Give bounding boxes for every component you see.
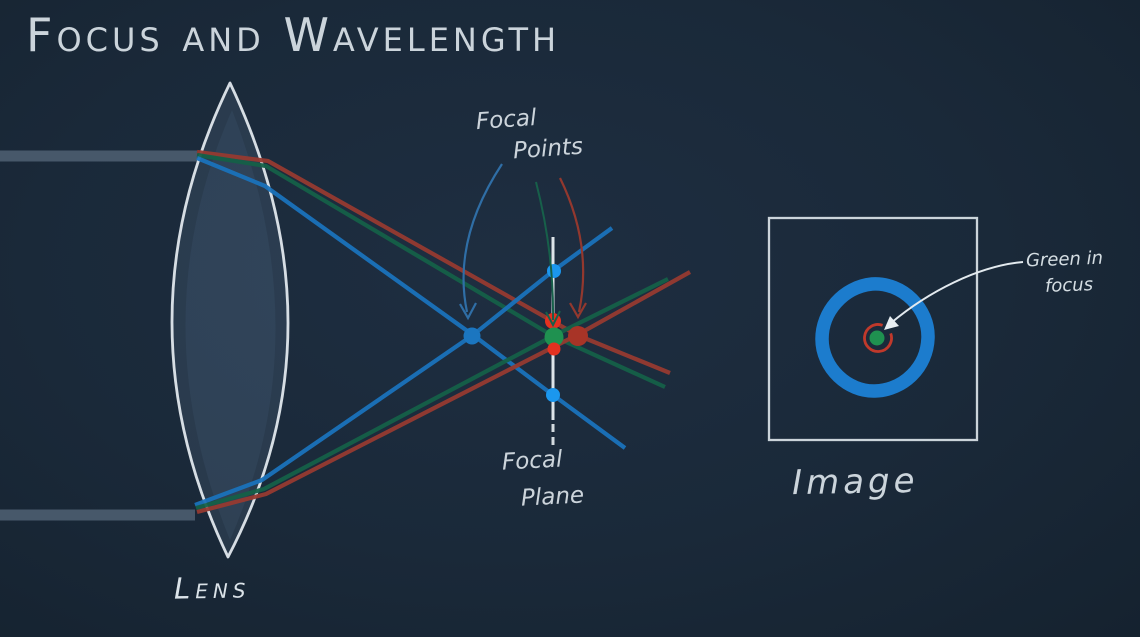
focal-points-label-line1: Focal bbox=[475, 104, 538, 136]
red-pointer-arrowhead-icon bbox=[569, 302, 587, 320]
image-frame bbox=[767, 216, 979, 442]
focal-points-label-line2: Points bbox=[512, 133, 584, 165]
green-in-focus-label-line2: focus bbox=[1044, 274, 1094, 297]
green-pointer-arrow bbox=[535, 181, 555, 321]
red-plane-dot-bottom bbox=[547, 342, 561, 356]
red-pointer-arrow bbox=[559, 177, 585, 313]
page-title: Focus and Wavelength bbox=[26, 8, 561, 62]
image-red-circle bbox=[863, 323, 893, 353]
annotation-arrow bbox=[890, 261, 1024, 324]
lens-label: Lens bbox=[173, 570, 251, 606]
lens-shape bbox=[170, 81, 290, 559]
image-label: Image bbox=[791, 460, 919, 504]
ray-green-top bbox=[196, 152, 666, 389]
lens-inner-shading bbox=[185, 110, 276, 540]
blue-plane-dot-top bbox=[547, 264, 561, 278]
red-focal-point-marker bbox=[568, 326, 588, 346]
ray-red-top bbox=[196, 149, 671, 375]
ray-green-bottom bbox=[195, 277, 669, 511]
image-blue-ring bbox=[815, 277, 935, 398]
image-green-dot bbox=[869, 330, 885, 346]
blue-pointer-arrow bbox=[462, 163, 503, 313]
green-in-focus-label-line1: Green in bbox=[1025, 247, 1104, 272]
blue-pointer-arrowhead-icon bbox=[459, 302, 477, 321]
focal-plane-label-line2: Plane bbox=[520, 482, 585, 512]
annotation-arrowhead-icon bbox=[884, 316, 899, 330]
green-pointer-arrowhead-icon bbox=[545, 310, 561, 328]
ray-red-bottom bbox=[196, 270, 692, 515]
green-focal-dot bbox=[544, 327, 564, 347]
blue-focal-point-marker bbox=[463, 327, 481, 345]
focal-plane-label-line1: Focal bbox=[501, 446, 564, 476]
blue-plane-dot-bottom bbox=[546, 388, 560, 402]
